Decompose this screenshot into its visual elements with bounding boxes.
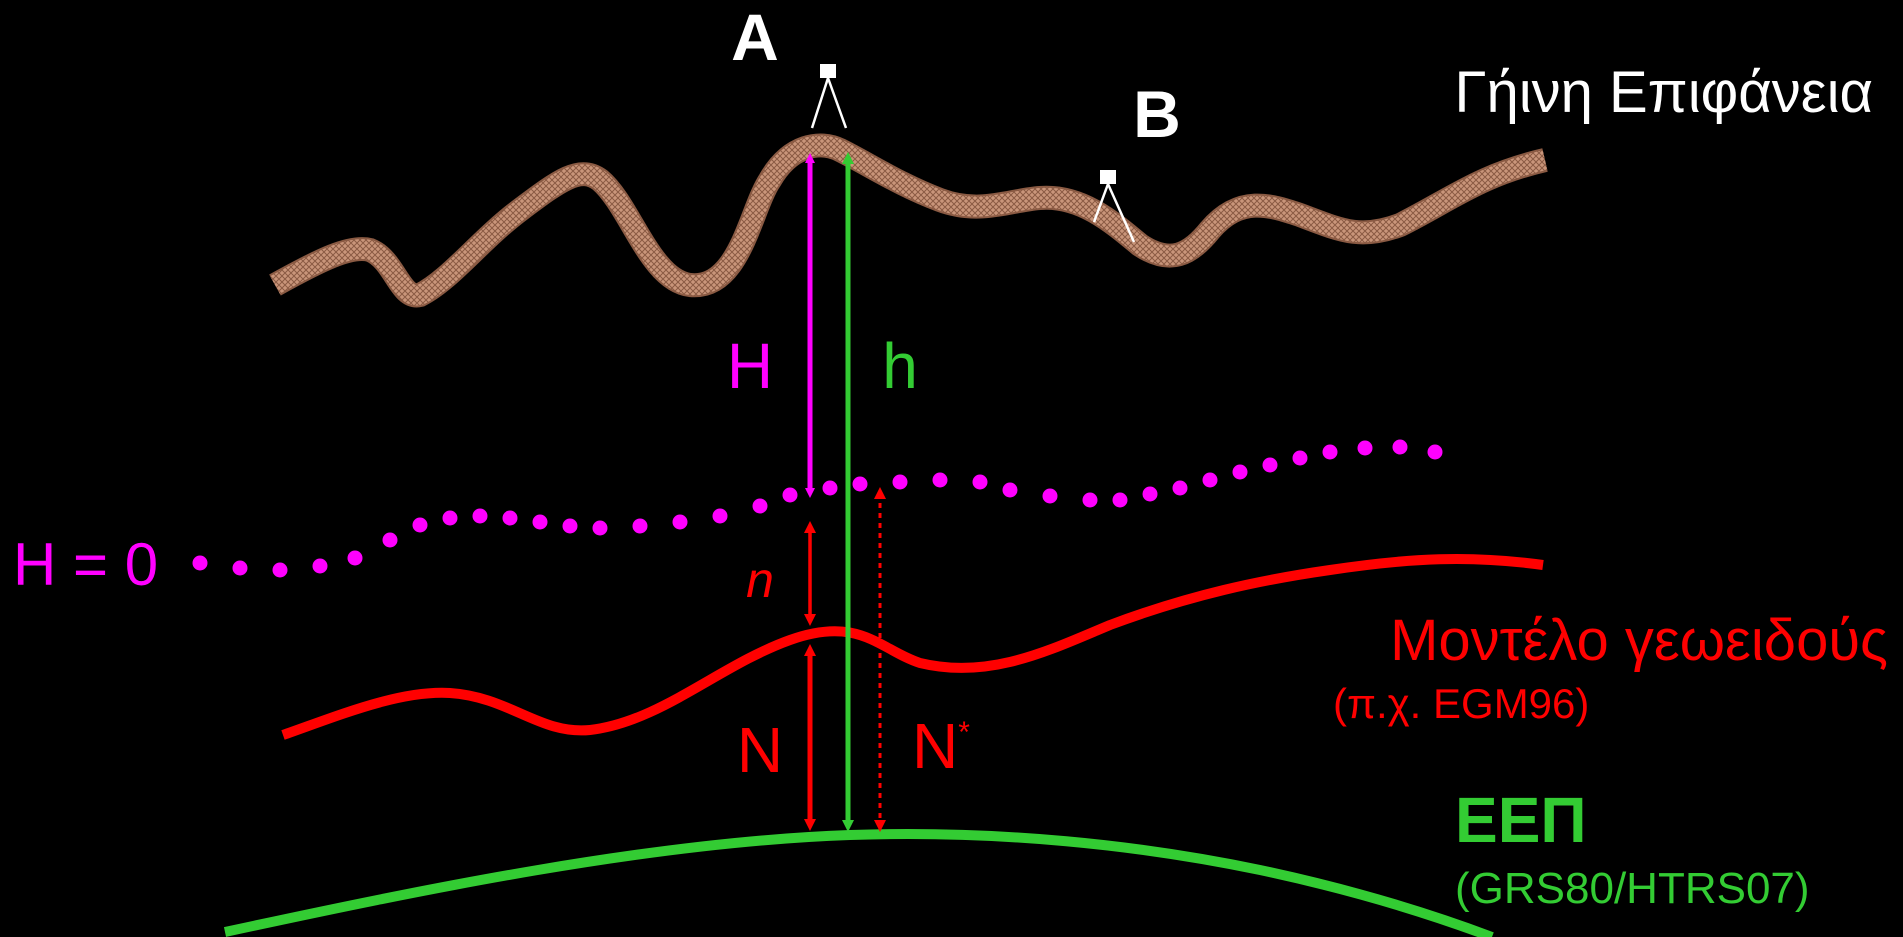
instrument-a-icon <box>810 64 848 129</box>
geoid-model-title: Μοντέλο γεωειδούς <box>1390 608 1888 673</box>
zero-level-dotted-curve <box>192 439 1443 578</box>
zero-level-dot <box>562 518 578 534</box>
zero-level-dot <box>822 480 838 496</box>
zero-level-dot <box>782 487 798 503</box>
zero-level-dot <box>632 518 648 534</box>
point-b-label: B <box>1133 77 1181 151</box>
zero-level-dot <box>1262 457 1278 473</box>
zero-level-dot <box>1232 464 1248 480</box>
zero-level-dot <box>1427 444 1443 460</box>
earth-surface-curve <box>269 133 1548 308</box>
earth-surface-fill <box>270 135 1548 306</box>
instrument-b-icon <box>1092 170 1136 243</box>
zero-level-dot <box>1082 492 1098 508</box>
zero-level-dot <box>1322 444 1338 460</box>
zero-level-dot <box>1202 472 1218 488</box>
zero-level-dot <box>272 562 288 578</box>
zero-level-dot <box>1112 492 1128 508</box>
zero-level-label: H = 0 <box>13 531 158 598</box>
geoid-model-example: (π.χ. EGM96) <box>1333 680 1589 727</box>
point-a-label: A <box>731 0 779 74</box>
zero-level-dot <box>752 498 768 514</box>
ellipsoid-title: ΕΕΠ <box>1455 784 1587 856</box>
zero-level-dot <box>502 510 518 526</box>
ellipsoidal-height-label: h <box>882 330 918 402</box>
zero-level-dot <box>1357 440 1373 456</box>
zero-level-dot <box>312 558 328 574</box>
geoid-undulation-label: N <box>737 714 783 786</box>
small-n-label: n <box>746 552 774 608</box>
orthometric-height-label: H <box>727 330 773 402</box>
zero-level-dot <box>1172 480 1188 496</box>
zero-level-dot <box>892 474 908 490</box>
earth-surface-label: Γήινη Επιφάνεια <box>1455 60 1873 125</box>
zero-level-dot <box>347 550 363 566</box>
zero-level-dot <box>1292 450 1308 466</box>
zero-level-dot <box>442 510 458 526</box>
zero-level-dot <box>712 508 728 524</box>
zero-level-dot <box>1002 482 1018 498</box>
zero-level-dot <box>532 514 548 530</box>
zero-level-dot <box>592 520 608 536</box>
zero-level-dot <box>1392 439 1408 455</box>
zero-level-dot <box>472 508 488 524</box>
zero-level-dot <box>382 532 398 548</box>
zero-level-dot <box>932 472 948 488</box>
ellipsoid-subtitle: (GRS80/HTRS07) <box>1455 864 1810 913</box>
zero-level-dot <box>972 474 988 490</box>
zero-level-dot <box>852 476 868 492</box>
zero-level-dot <box>1142 486 1158 502</box>
geoid-undulation-star-label: N* <box>912 710 970 782</box>
zero-level-dot <box>1042 488 1058 504</box>
zero-level-dot <box>232 560 248 576</box>
zero-level-dot <box>192 555 208 571</box>
zero-level-dot <box>412 517 428 533</box>
ellipsoid-curve <box>223 829 1494 937</box>
zero-level-dot <box>672 514 688 530</box>
